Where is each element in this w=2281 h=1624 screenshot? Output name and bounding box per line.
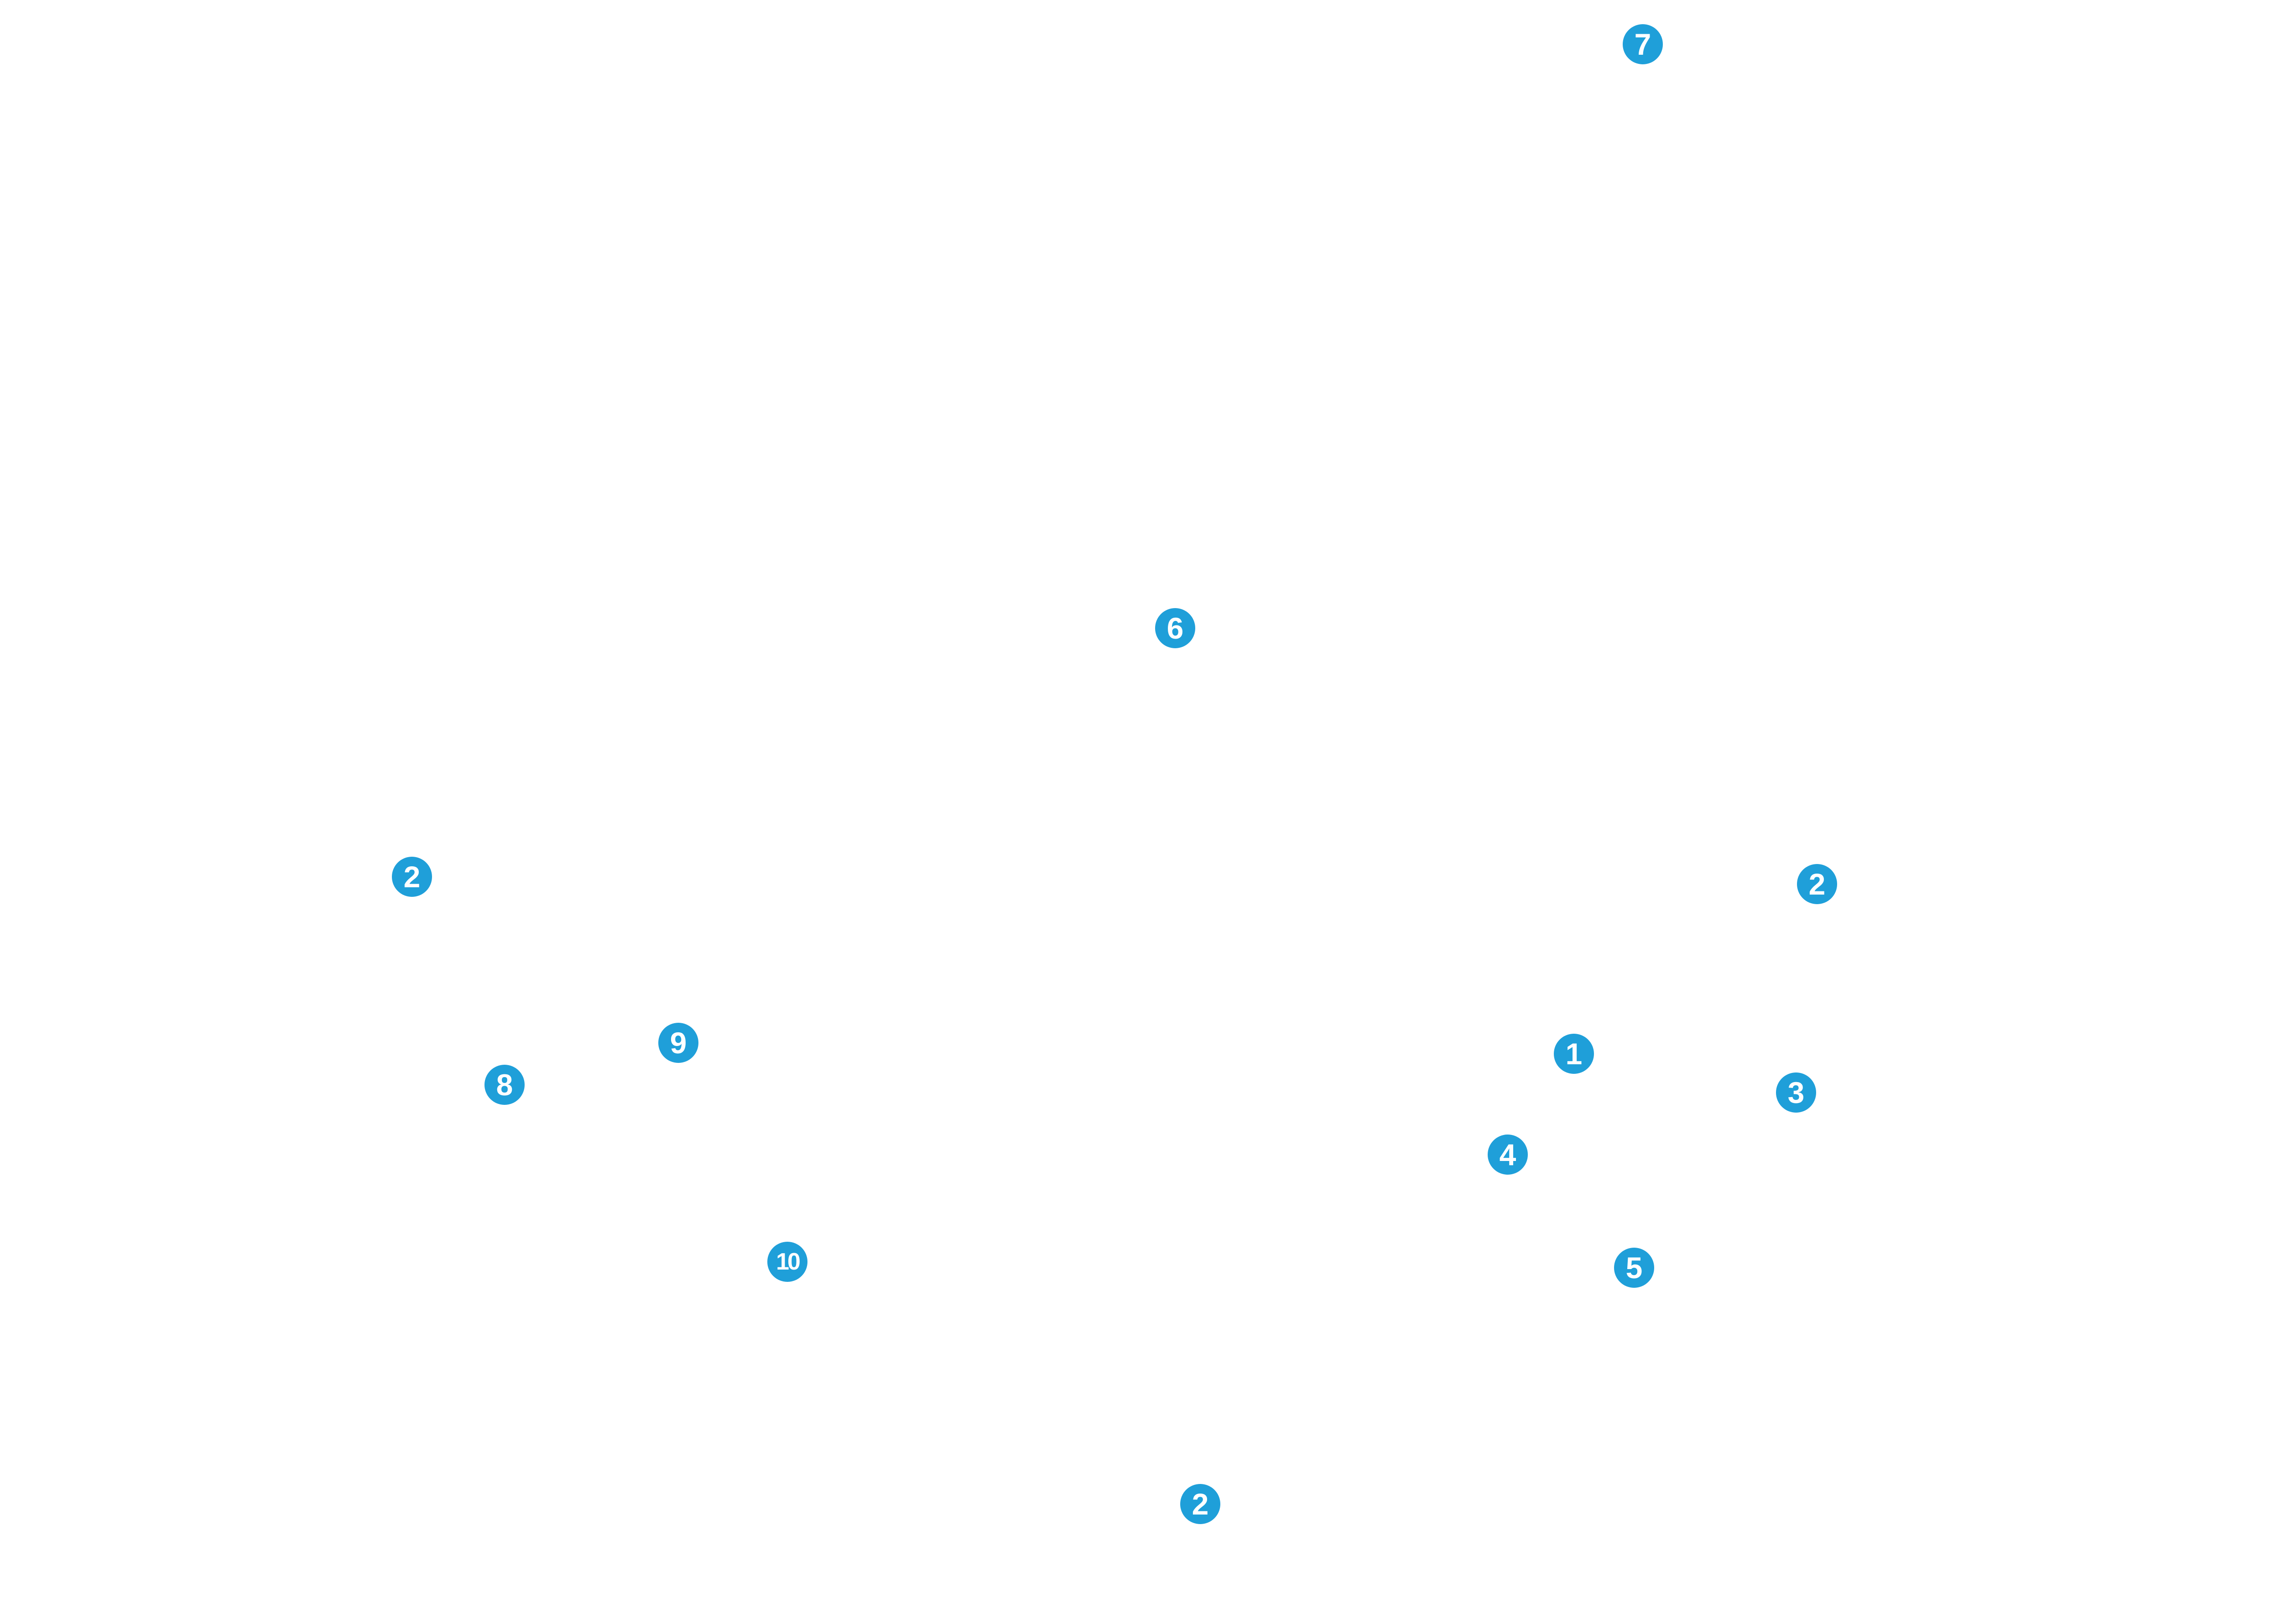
callout-badge-10: 10 (767, 1242, 807, 1282)
callout-badge-3: 3 (1776, 1072, 1816, 1113)
callout-badge-9: 9 (658, 1023, 698, 1063)
callout-badge-2-bottom: 2 (1180, 1484, 1220, 1524)
callout-badge-2-right: 2 (1797, 864, 1837, 904)
callout-badge-1: 1 (1554, 1034, 1594, 1074)
callout-badge-6: 6 (1155, 608, 1195, 648)
callout-badge-2-left: 2 (392, 857, 432, 897)
callout-badge-8: 8 (484, 1065, 525, 1105)
callout-badge-5: 5 (1614, 1248, 1654, 1288)
callout-badge-4: 4 (1488, 1135, 1528, 1175)
callout-badge-7: 7 (1623, 24, 1663, 64)
